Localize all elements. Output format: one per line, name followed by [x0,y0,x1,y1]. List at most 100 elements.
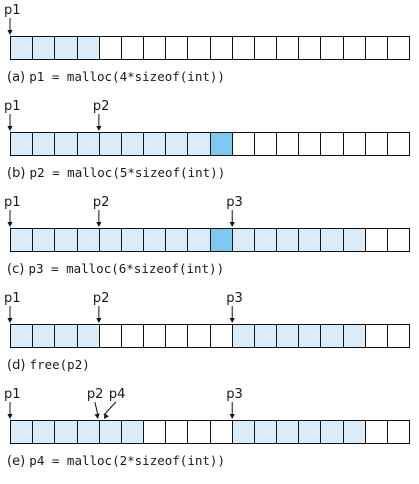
heap-word-alloc [55,229,78,251]
heap-blocks [10,228,410,252]
heap-word-alloc [77,37,100,59]
heap-word-alloc [299,325,322,347]
heap-word-alloc [321,421,344,443]
pointer-label-p3: p3 [226,195,243,210]
heap-blocks [10,324,410,348]
heap-word-free [343,133,366,155]
heap-word-free [387,421,410,443]
caption-code: free(p2) [29,357,90,372]
heap-word-alloc [144,229,167,251]
heap-word-alloc [11,133,34,155]
arrowhead-p1 [7,318,13,323]
arrowhead-p2 [96,318,102,323]
heap-word-free [210,37,233,59]
heap-word-alloc [77,325,100,347]
heap-word-free [365,325,388,347]
heap-word-alloc [321,229,344,251]
panel-caption: (b) p2 = malloc(5*sizeof(int)) [7,166,225,181]
heap-word-alloc [232,229,255,251]
heap-word-free [321,133,344,155]
heap-word-free [387,37,410,59]
heap-word-alloc [232,421,255,443]
arrowhead-p2 [94,413,100,419]
heap-word-free [277,37,300,59]
heap-word-alloc [321,325,344,347]
heap-blocks [10,36,410,60]
heap-word-free [387,229,410,251]
arrowhead-p3 [229,222,235,227]
pointer-label-p3: p3 [226,291,243,306]
pointer-label-p1: p1 [4,195,21,210]
heap-word-free [299,37,322,59]
heap-word-free [232,37,255,59]
pointer-arrows [7,210,235,227]
panel-caption: (d) free(p2) [7,358,90,373]
pointer-arrow-p4 [103,401,117,416]
pointer-label-p1: p1 [4,3,21,18]
pointer-label-p2: p2 [92,99,110,114]
caption-code: p4 = malloc(2*sizeof(int)) [29,453,225,468]
heap-word-free [99,37,122,59]
heap-word-free [210,421,233,443]
heap-word-free [188,325,211,347]
pointer-arrows [7,18,13,35]
heap-word-pad [210,229,233,251]
heap-word-free [321,37,344,59]
heap-word-alloc [254,229,278,251]
caption-code: p2 = malloc(5*sizeof(int)) [29,165,226,180]
heap-word-free [188,421,211,443]
heap-word-alloc [55,133,78,155]
heap-word-alloc [166,229,189,251]
panel-caption: (e) p4 = malloc(2*sizeof(int)) [7,454,225,469]
heap-word-free [254,37,278,59]
heap-word-alloc [144,133,167,155]
heap-word-alloc [33,325,56,347]
heap-word-alloc [299,421,322,443]
heap-word-free [299,133,322,155]
arrowhead-p4 [103,413,109,419]
caption-letter: (b) [7,166,26,181]
heap-word-free [387,325,410,347]
heap-word-alloc [188,229,211,251]
heap-word-alloc [33,421,56,443]
pointer-arrows [7,401,235,419]
heap-word-free [99,325,122,347]
caption-letter: (d) [7,358,26,373]
arrowhead-p2 [96,126,102,131]
heap-word-free [365,133,388,155]
heap-word-alloc [77,421,100,443]
heap-word-alloc [11,325,34,347]
heap-word-free [166,421,189,443]
heap-word-free [254,133,278,155]
heap-word-free [166,37,189,59]
heap-word-free [387,133,410,155]
arrowhead-p1 [7,222,13,227]
heap-blocks [10,420,410,444]
heap-word-alloc [77,229,100,251]
heap-word-alloc [77,133,100,155]
caption-letter: (e) [7,454,26,469]
pointer-label-p2: p2 [92,195,110,210]
pointer-label-p4: p4 [108,387,126,402]
arrowhead-p3 [229,414,235,419]
pointer-label-p1: p1 [4,291,21,306]
arrowhead-p3 [229,318,235,323]
heap-word-alloc [99,421,122,443]
pointer-label-p1: p1 [4,99,21,114]
heap-word-alloc [121,133,145,155]
heap-word-alloc [99,229,122,251]
heap-word-alloc [277,421,300,443]
pointer-label-p1: p1 [4,387,21,402]
arrowhead-p1 [7,414,13,419]
heap-word-alloc [343,421,366,443]
heap-word-free [121,325,145,347]
caption-letter: (c) [7,262,25,277]
pointer-arrow-p2 [94,401,99,416]
heap-word-alloc [11,229,34,251]
heap-word-free [343,37,366,59]
heap-word-alloc [188,133,211,155]
heap-word-alloc [11,421,34,443]
heap-word-alloc [121,229,145,251]
